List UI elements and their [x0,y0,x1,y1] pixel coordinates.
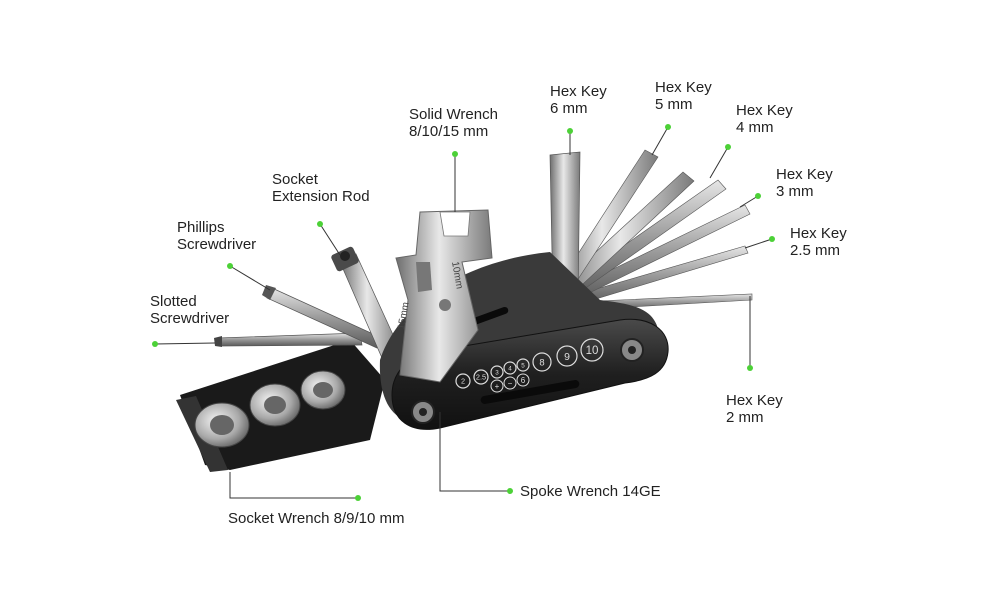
label-socket-rod-line2: Extension Rod [272,188,370,205]
wrench-mark-10: 10mm [449,261,465,290]
leader-socket-wrench [229,472,358,499]
label-hex3-line2: 3 mm [776,183,814,200]
spoke-sign-label: + [495,382,500,391]
dot-spoke [507,488,513,494]
wrench-mark-15: 15mm [396,301,412,330]
leader-hex5 [651,126,669,156]
spoke-size-ring [532,352,552,372]
spoke-size-ring [556,345,578,367]
spoke-size-ring [455,373,471,389]
leader-hex25 [744,238,773,249]
leader-dots [152,124,775,501]
spoke-sign-ring [516,373,530,387]
slotted-screwdriver [214,332,363,347]
dot-phillips [227,263,233,269]
spoke-size-label: 3 [495,369,499,376]
spoke-sign-label: − [508,379,513,388]
socket-8 [300,370,346,410]
label-hex-key-5mm: Hex Key 5 mm [655,79,712,113]
dot-socket-rod [317,221,323,227]
socket-10 [194,402,250,448]
dot-socket-wrench [355,495,361,501]
dot-solid-wrench [452,151,458,157]
leader-socket-rod [319,223,341,256]
label-slotted-screwdriver: Slotted Screwdriver [150,293,229,327]
leader-hex4 [709,146,729,179]
label-hex2-line2: 2 mm [726,409,764,426]
spoke-size-label: 2.5 [476,373,486,382]
socket-9 [249,383,301,427]
leader-slotted [154,342,216,345]
label-socket-wrench: Socket Wrench 8/9/10 mm [228,510,404,527]
spoke-sign-ring [490,379,504,393]
label-slotted-line2: Screwdriver [150,310,230,327]
label-hex3-line1: Hex Key [776,166,833,183]
label-hex2-line1: Hex Key [726,392,783,409]
leader-hex3 [739,195,759,208]
label-phillips-line2: Screwdriver [177,236,257,253]
label-phillips-screwdriver: Phillips Screwdriver [177,219,256,253]
spoke-size-label: 8 [539,357,544,368]
solid-wrench: 10mm 15mm [395,209,493,383]
spoke-size-label: 5 [521,362,525,369]
dot-hex25 [769,236,775,242]
spoke-sign-label: 6 [521,376,526,385]
label-hex5-line1: Hex Key [655,79,712,96]
label-hex-key-6mm: Hex Key 6 mm [550,83,607,117]
dot-hex2 [747,365,753,371]
spoke-size-label: 2 [461,377,465,386]
label-hex4-line2: 4 mm [736,119,774,136]
spoke-wrench-markings: 2 2.5 3 4 5 8 9 10 +−6 [455,338,604,393]
spoke-sign-ring [503,376,517,390]
spoke-size-label: 10 [586,345,599,357]
spoke-size-ring [503,361,517,375]
label-phillips-line1: Phillips [177,219,225,236]
label-socket-extension-rod: Socket Extension Rod [272,171,370,205]
label-hex-key-2-5mm: Hex Key 2.5 mm [790,225,847,259]
label-solid-wrench-line2: 8/10/15 mm [409,123,489,140]
label-slotted-line1: Slotted [150,293,197,310]
label-solid-wrench: Solid Wrench 8/10/15 mm [409,106,498,140]
label-hex-key-2mm: Hex Key 2 mm [726,392,783,426]
spoke-size-label: 9 [564,351,570,363]
phillips-screwdriver [262,285,383,349]
label-socket-wrench-line1: Socket Wrench 8/9/10 mm [228,510,405,527]
dot-hex6 [567,128,573,134]
spoke-size-ring [490,365,504,379]
dot-hex3 [755,193,761,199]
socket-wrench [176,340,385,472]
label-solid-wrench-line1: Solid Wrench [409,106,498,123]
dot-hex4 [725,144,731,150]
spoke-size-ring [473,369,489,385]
label-hex4-line1: Hex Key [736,102,793,119]
leader-lines [154,126,773,499]
label-spoke-wrench: Spoke Wrench 14GE [520,483,661,500]
dot-slotted [152,341,158,347]
leader-spoke [439,412,510,492]
label-hex5-line2: 5 mm [655,96,693,113]
label-hex-key-4mm: Hex Key 4 mm [736,102,793,136]
label-hex-key-3mm: Hex Key 3 mm [776,166,833,200]
spoke-size-ring [516,358,530,372]
spoke-size-label: 4 [508,365,512,372]
label-hex6-line2: 6 mm [550,100,588,117]
label-hex25-line1: Hex Key [790,225,847,242]
label-spoke-line1: Spoke Wrench 14GE [520,483,661,500]
label-socket-rod-line1: Socket [272,171,318,188]
label-hex25-line2: 2.5 mm [790,242,841,259]
leader-phillips [229,265,271,291]
dot-hex5 [665,124,671,130]
spoke-size-ring [580,338,604,362]
label-hex6-line1: Hex Key [550,83,607,100]
